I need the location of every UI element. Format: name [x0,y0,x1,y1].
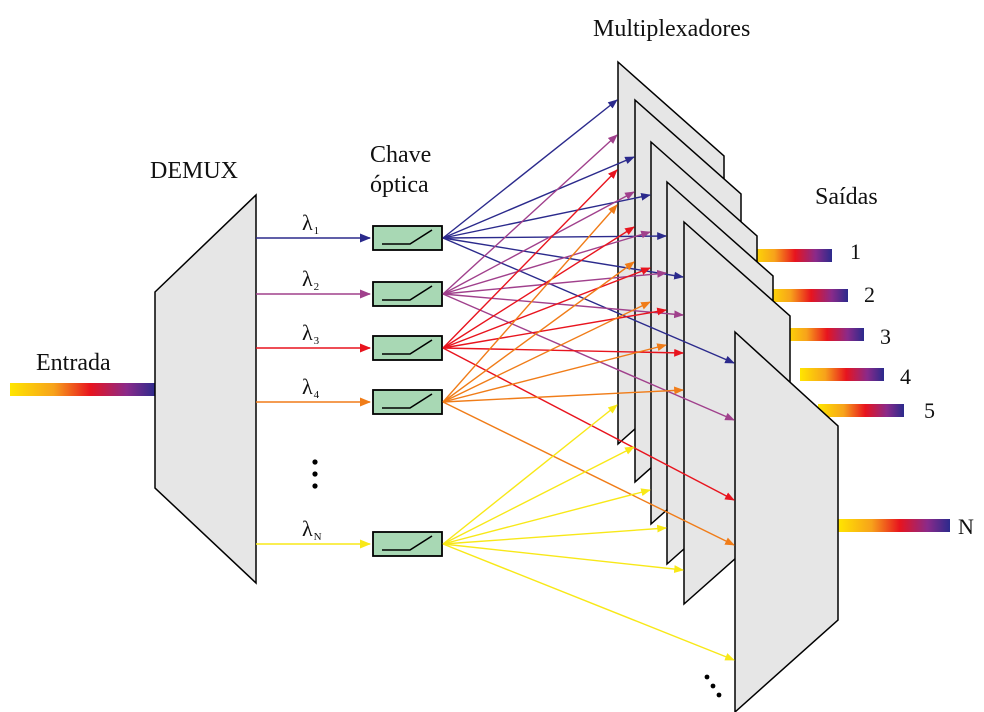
fanout-arrow-5-6 [442,543,735,661]
fanout-arrow-2-2 [442,191,635,295]
fanout-arrow-3-1 [442,169,618,349]
fanout-arrow-4-4 [442,343,667,403]
fanout-arrow-5-4 [442,524,667,545]
output-number-1: 1 [850,239,861,264]
output-number-4: 4 [900,364,911,389]
output-number-3: 3 [880,324,891,349]
lambda-label-5: λN [302,516,322,543]
output-number-n: N [958,514,974,539]
output-bar-3 [782,328,864,341]
fanout-arrows [442,99,735,661]
multiplexer-plates [617,60,839,712]
fanout-arrow-1-4 [442,232,667,240]
output-bar-2 [766,289,848,302]
lambda-label-1: λ1 [302,210,319,237]
fanout-arrow-1-2 [442,156,635,239]
switch-symbol [382,285,433,301]
channel-group: λ1 λ2 λ3 λ4 λN [256,210,443,557]
fanout-arrow-2-1 [442,134,618,295]
output-bar-5 [818,404,904,417]
optical-switch-4 [372,389,443,415]
output-bars [750,249,950,532]
output-bar-1 [750,249,832,262]
optical-switch-1 [372,225,443,251]
mux-plate-n [734,330,839,712]
switch-box [372,389,443,415]
switch-symbol [382,393,433,409]
fanout-arrow-5-1 [442,404,618,545]
lambda-label-3: λ3 [302,320,320,347]
fanout-arrow-4-2 [442,261,635,403]
input-label: Entrada [36,350,111,376]
fanout-arrow-3-6 [442,347,735,501]
switch-symbol [382,535,433,551]
switch-box [372,225,443,251]
demux-label: DEMUX [150,158,238,184]
outputs-label: Saídas [815,184,878,210]
output-bar-n [838,519,950,532]
ellipsis-dots-bottom [704,674,722,698]
input-bar [10,383,156,396]
fanout-arrow-3-2 [442,226,635,349]
fanout-arrow-3-4 [442,307,667,349]
fanout-arrow-2-6 [442,293,735,421]
fanout-arrow-3-3 [442,267,651,349]
fanout-arrow-4-3 [442,301,651,403]
output-bar-4 [800,368,884,381]
lambda-label-2: λ2 [302,266,319,293]
fanout-arrow-4-5 [442,386,684,403]
output-number-5: 5 [924,398,935,423]
output-number-2: 2 [864,282,875,307]
optical-switch-5 [372,531,443,557]
fanout-arrow-2-3 [442,230,651,295]
demux-block [154,193,257,585]
ellipsis-dots [312,459,318,489]
switch-label-line2: óptica [370,172,429,198]
switch-symbol [382,229,433,245]
switch-label-line1: Chave [370,142,431,168]
fanout-arrow-5-3 [442,488,651,545]
switch-box [372,281,443,307]
fanout-arrow-1-6 [442,237,735,364]
lambda-label-4: λ4 [302,374,320,401]
fanout-arrow-2-5 [442,293,684,319]
optical-switch-2 [372,281,443,307]
fanout-arrow-5-5 [442,543,684,573]
optical-switch-3 [372,335,443,361]
fanout-arrow-1-1 [442,99,618,239]
fanout-arrow-4-6 [442,401,735,546]
switch-symbol [382,339,433,355]
switch-box [372,335,443,361]
fanout-arrow-4-1 [442,204,618,403]
fanout-arrow-3-5 [442,347,684,357]
fanout-arrow-5-2 [442,446,635,545]
mux-label: Multiplexadores [593,16,750,42]
switch-box [372,531,443,557]
